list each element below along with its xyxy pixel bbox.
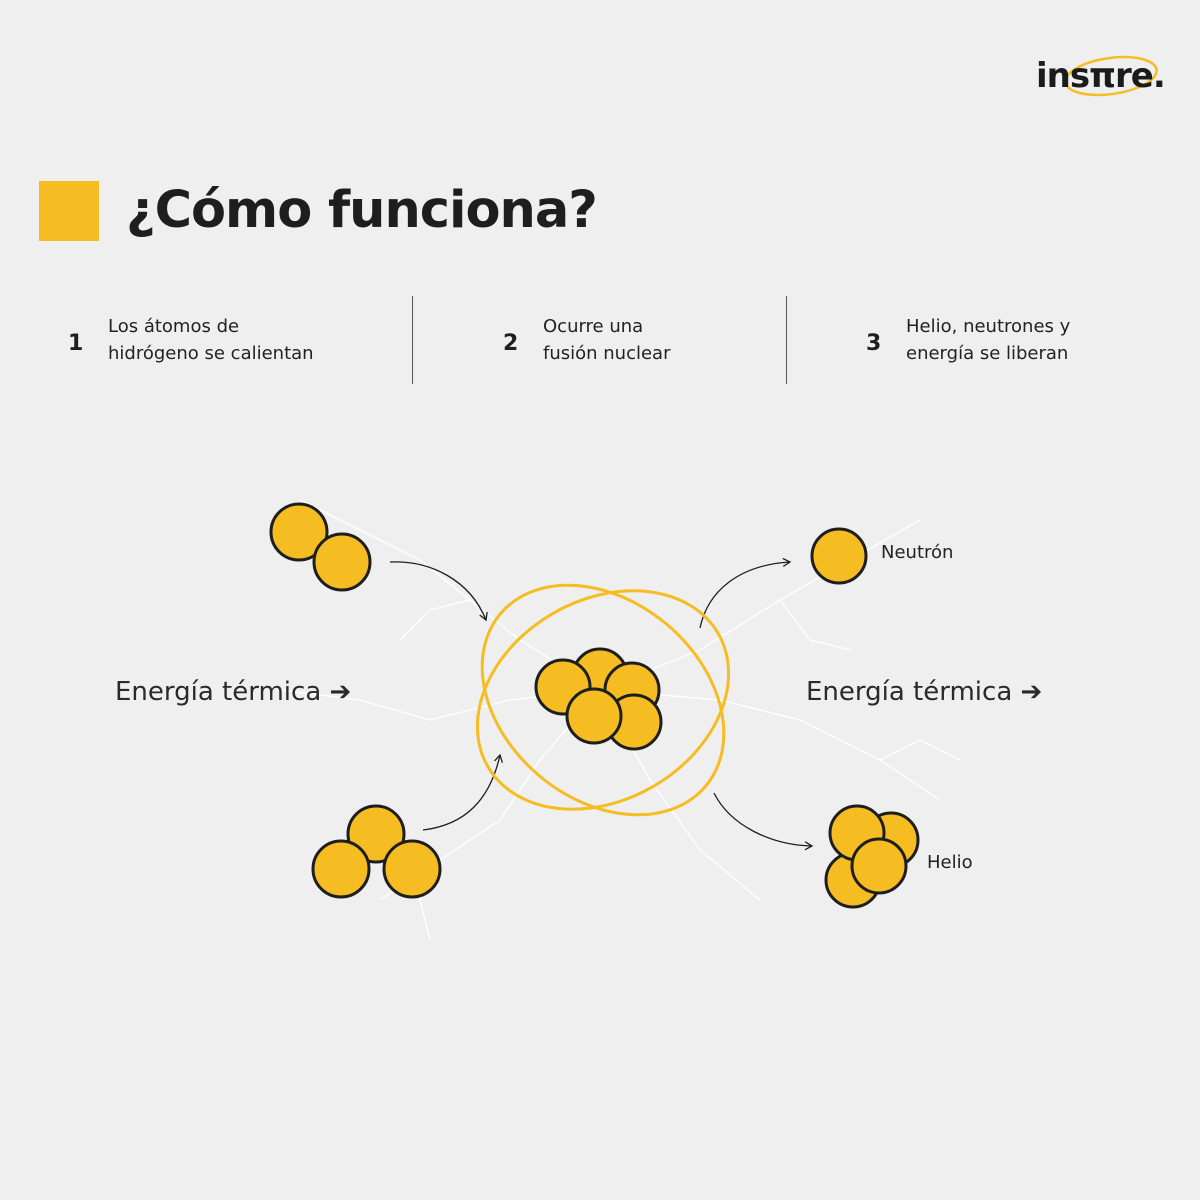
brand-logo: insπre. [1036,52,1166,102]
step-description: Ocurre una fusión nuclear [543,313,671,367]
fusion-orbit-rings [475,583,731,817]
helium-atom [824,804,920,909]
step-divider [786,296,787,384]
reactant-atom-triple [311,804,442,899]
step-line: energía se liberan [906,343,1069,364]
step-line: hidrógeno se calientan [108,343,314,364]
step-number: 1 [68,331,84,356]
step-line: Helio, neutrones y [906,316,1071,337]
logo-text: insπre. [1036,56,1166,96]
step-divider [412,296,413,384]
arrow-out-helium [713,792,814,851]
neutron-atom [810,527,868,585]
right-energy-label: Energía térmica ➔ [806,677,1043,707]
step-description: Los átomos de hidrógeno se calientan [108,313,314,367]
title-accent-square [39,181,99,241]
arrow-in-top [389,561,488,622]
arrow-out-neutron [699,557,792,629]
helium-label: Helio [927,852,973,873]
neutron-label: Neutrón [881,542,954,563]
step-line: fusión nuclear [543,343,671,364]
fused-nucleus [534,647,663,751]
reactant-atom-pair [269,502,372,592]
step-line: Ocurre una [543,316,644,337]
arrow-in-bottom [422,753,504,831]
step-number: 3 [866,331,882,356]
left-energy-label: Energía térmica ➔ [115,677,352,707]
step-description: Helio, neutrones y energía se liberan [906,313,1070,367]
step-number: 2 [503,331,519,356]
step-line: Los átomos de [108,316,240,337]
page-title: ¿Cómo funciona? [126,181,598,240]
logo-orbit-icon [1066,55,1158,97]
